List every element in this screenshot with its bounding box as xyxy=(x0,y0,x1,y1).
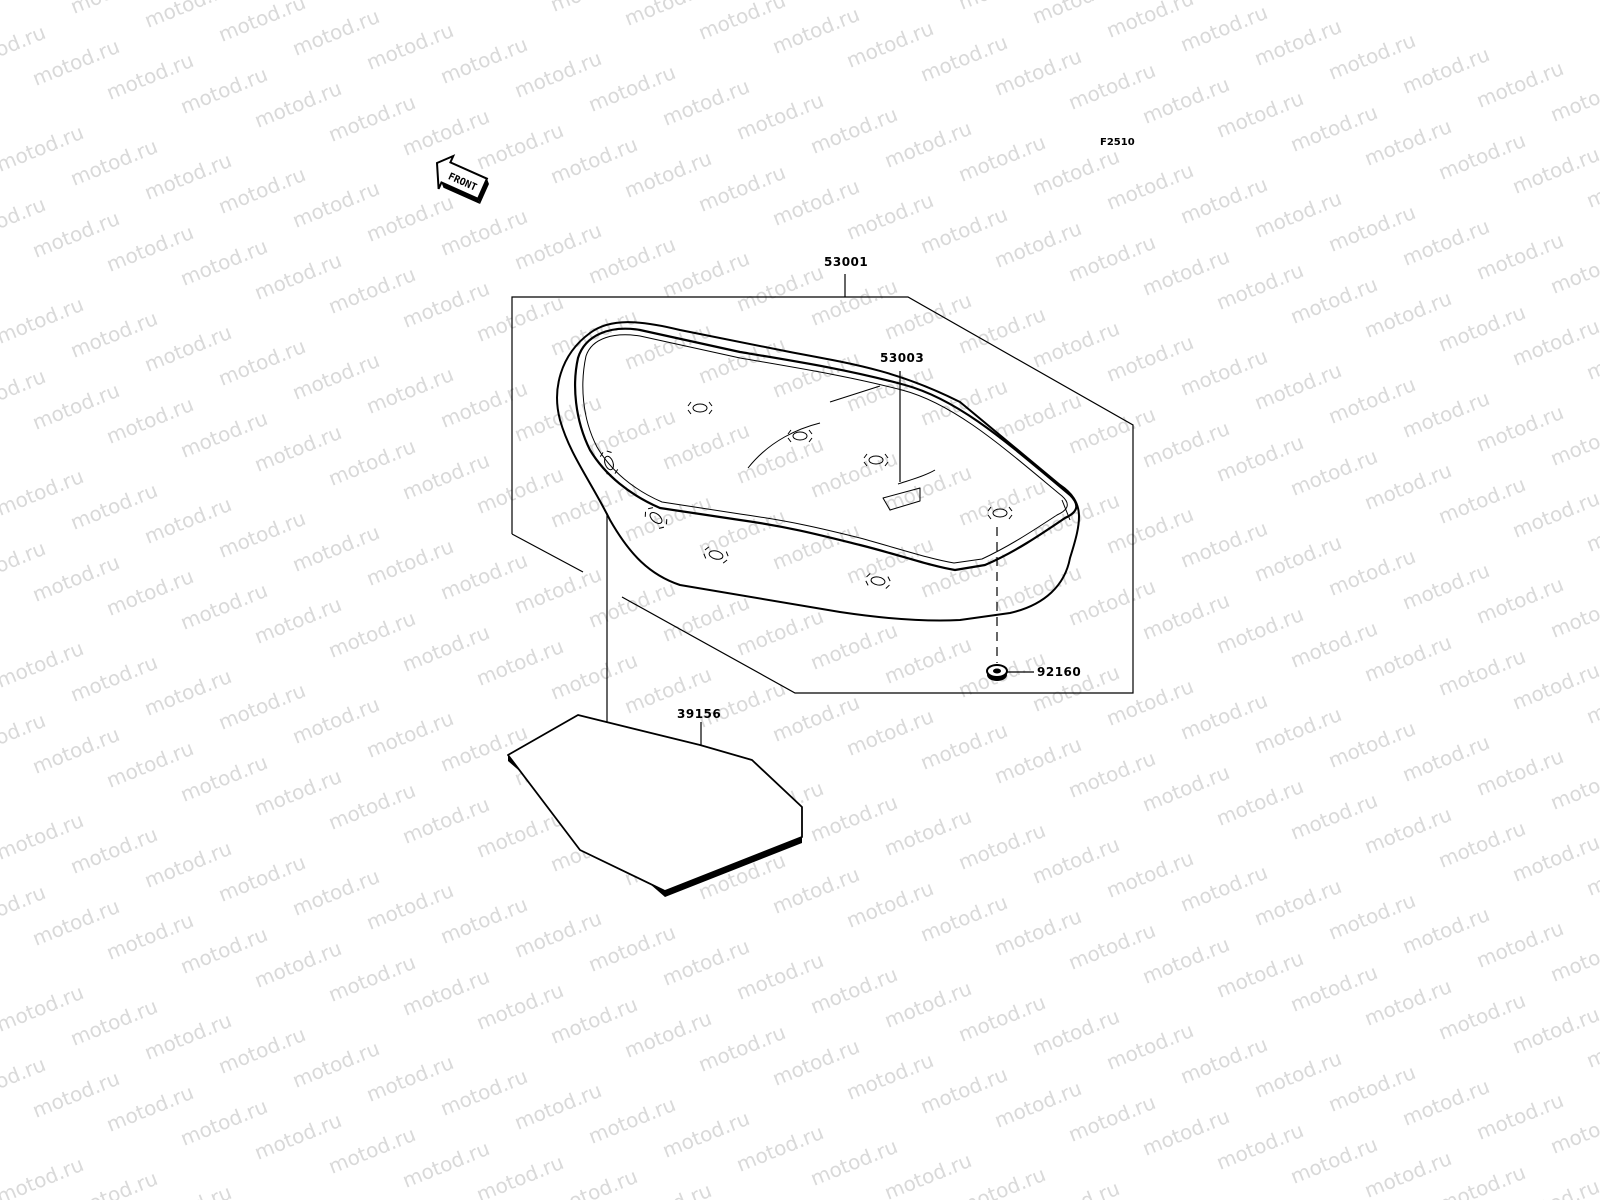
seat-inner-piping xyxy=(582,334,1068,564)
seat-outer-contour xyxy=(556,321,1080,622)
part-number-92160[interactable]: 92160 xyxy=(1037,665,1082,679)
seat-rear-edge xyxy=(1061,499,1071,521)
damper-icon xyxy=(986,664,1008,681)
fastener-icon xyxy=(703,546,729,564)
seat-pad-sheet xyxy=(507,714,803,897)
figure-code: F2510 xyxy=(1100,137,1135,148)
part-number-53003[interactable]: 53003 xyxy=(880,351,925,365)
seat-top-piping xyxy=(574,327,1078,572)
part-number-53001[interactable]: 53001 xyxy=(824,255,869,269)
watermark-text: motod.ru xyxy=(0,1152,87,1200)
fastener-icon xyxy=(987,506,1013,520)
fastener-icon xyxy=(687,401,713,415)
seat-fasteners xyxy=(599,401,1013,589)
fastener-icon xyxy=(787,429,813,443)
front-arrow-icon: FRONT xyxy=(435,154,489,205)
fastener-icon xyxy=(865,573,891,589)
fastener-icon xyxy=(599,450,619,476)
fastener-icon xyxy=(644,507,668,529)
assembly-outline xyxy=(511,274,1134,694)
seat-drawing xyxy=(556,321,1080,622)
fastener-icon xyxy=(863,453,889,467)
part-number-39156[interactable]: 39156 xyxy=(677,707,722,721)
seat-label-plate-shape xyxy=(882,487,921,511)
